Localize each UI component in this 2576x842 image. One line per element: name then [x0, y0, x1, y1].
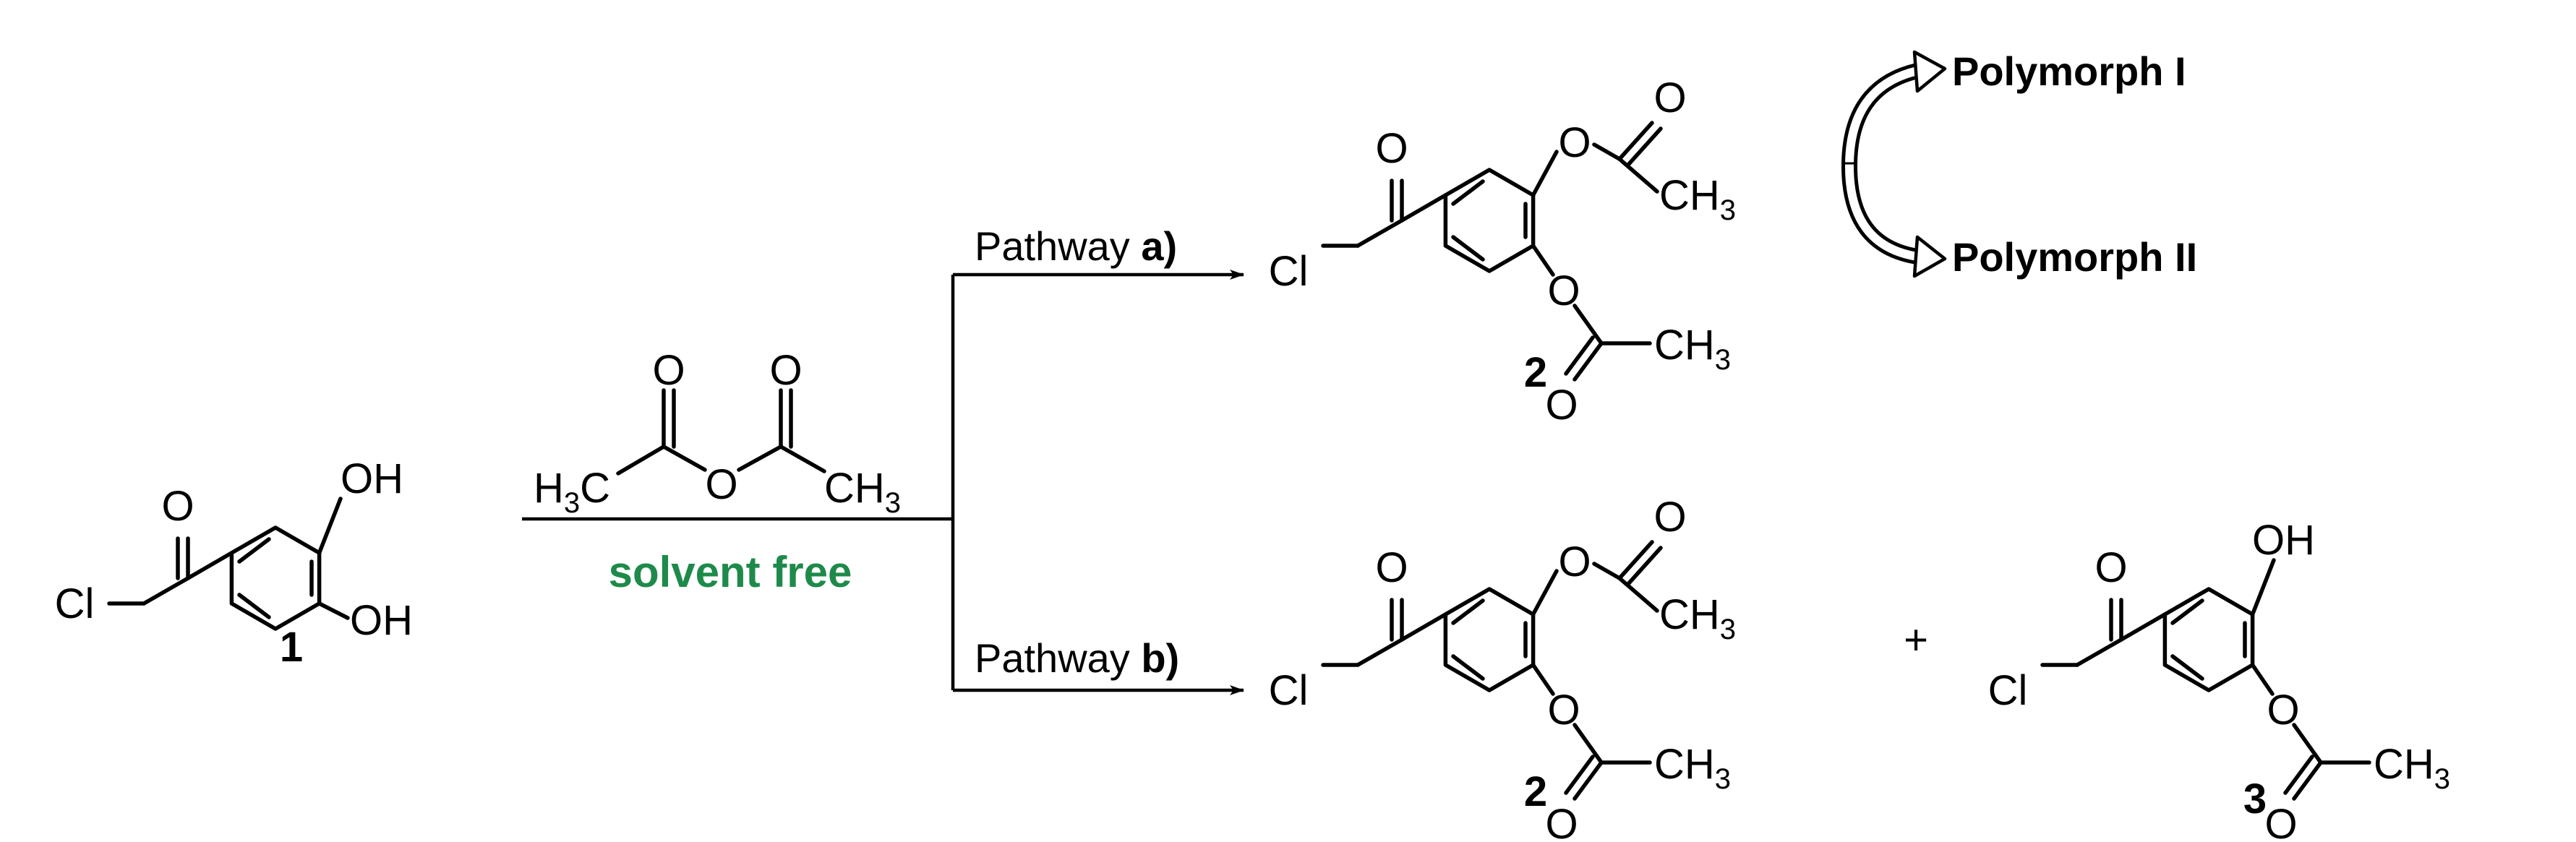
pathway-a-label: Pathway a)	[975, 223, 1177, 269]
carbonyl-o: O	[1375, 125, 1408, 172]
ester-o: O	[2267, 687, 2299, 734]
plus-sign: +	[1904, 617, 1928, 663]
reaction-arrows	[522, 270, 1244, 695]
chlorine-label: Cl	[1988, 667, 2028, 714]
methyl-h3c: H3C	[534, 465, 610, 519]
polymorph-2-label: Polymorph II	[1952, 234, 2197, 280]
hydroxyl-label: OH	[350, 597, 413, 644]
ester-o: O	[1547, 267, 1580, 314]
carbonyl-o: O	[769, 347, 802, 394]
carbonyl-o: O	[1375, 544, 1408, 591]
carbonyl-o: O	[2094, 544, 2127, 591]
carbonyl-o: O	[652, 347, 685, 394]
compound-3: O Cl OH O O CH3 3	[1988, 517, 2450, 842]
chlorine-label: Cl	[55, 580, 95, 627]
carbonyl-o: O	[1653, 74, 1686, 121]
compound-number: 1	[280, 624, 303, 671]
methyl-ch3: CH3	[2374, 741, 2450, 795]
carbonyl-o: O	[1653, 494, 1686, 541]
methyl-ch3: CH3	[1654, 741, 1731, 795]
compound-2-pathway-a: O Cl O O CH3 O O CH3 2	[1269, 74, 1736, 429]
hydroxyl-label: OH	[2252, 517, 2315, 564]
methyl-ch3: CH3	[1659, 591, 1736, 645]
polymorph-double-arrow	[1841, 50, 1947, 278]
polymorph-1-label: Polymorph I	[1952, 48, 2186, 94]
condition-label: solvent free	[609, 548, 852, 596]
compound-number: 2	[1524, 349, 1547, 396]
ester-o: O	[1558, 119, 1591, 166]
methyl-ch3: CH3	[824, 465, 901, 519]
ester-o: O	[1558, 538, 1591, 585]
carbonyl-o: O	[161, 483, 194, 530]
carbonyl-o: O	[2264, 801, 2297, 842]
chlorine-label: Cl	[1269, 667, 1309, 714]
methyl-ch3: CH3	[1654, 322, 1731, 376]
acetic-anhydride: O O O H3C CH3	[534, 347, 901, 519]
bridging-o: O	[705, 461, 737, 508]
compound-1: O Cl OH OH 1	[55, 455, 413, 671]
methyl-ch3: CH3	[1659, 172, 1736, 226]
carbonyl-o: O	[1545, 382, 1578, 429]
chlorine-label: Cl	[1269, 248, 1309, 295]
compound-number: 3	[2243, 776, 2267, 822]
carbonyl-o: O	[1545, 801, 1578, 842]
compound-number: 2	[1524, 768, 1547, 815]
hydroxyl-label: OH	[341, 455, 403, 502]
pathway-b-label: Pathway b)	[975, 635, 1179, 681]
ester-o: O	[1547, 687, 1580, 734]
compound-2-pathway-b: O Cl O O CH3 O O CH3 2	[1269, 494, 1736, 842]
